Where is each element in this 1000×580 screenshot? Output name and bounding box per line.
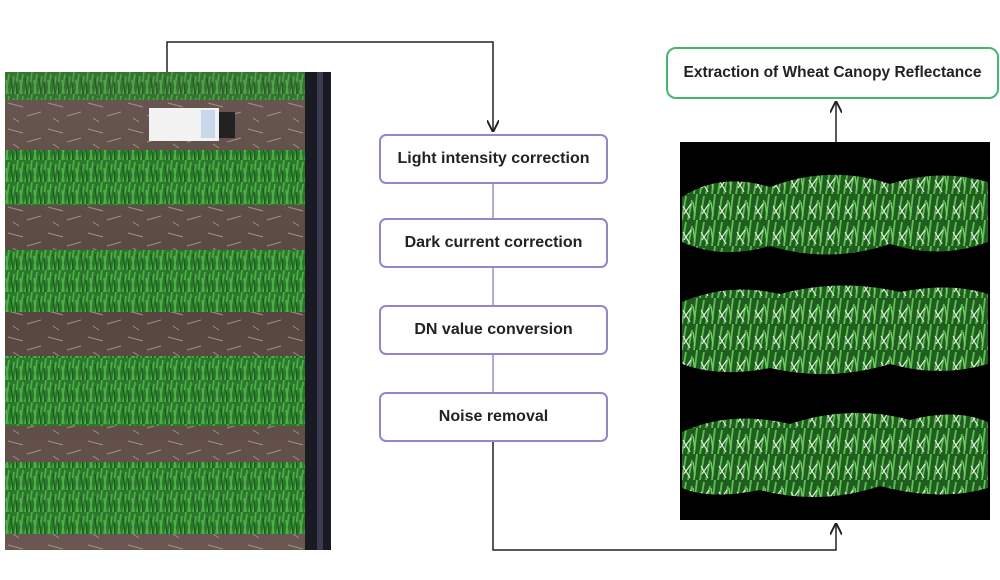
- step-light-intensity-correction: Light intensity correction: [379, 134, 608, 184]
- step-dark-current-correction: Dark current correction: [379, 218, 608, 268]
- step-label: DN value conversion: [414, 321, 573, 338]
- step-noise-removal: Noise removal: [379, 392, 608, 442]
- processed-canopy-image: [680, 142, 990, 520]
- step-label: Light intensity correction: [397, 150, 590, 167]
- reference-panel-icon: [149, 108, 235, 141]
- step-label: Dark current correction: [404, 234, 583, 251]
- result-box: Extraction of Wheat Canopy Reflectance: [666, 47, 999, 99]
- raw-field-image: [5, 72, 331, 550]
- step-dn-value-conversion: DN value conversion: [379, 305, 608, 355]
- result-label: Extraction of Wheat Canopy Reflectance: [683, 64, 982, 81]
- step-label: Noise removal: [438, 408, 549, 425]
